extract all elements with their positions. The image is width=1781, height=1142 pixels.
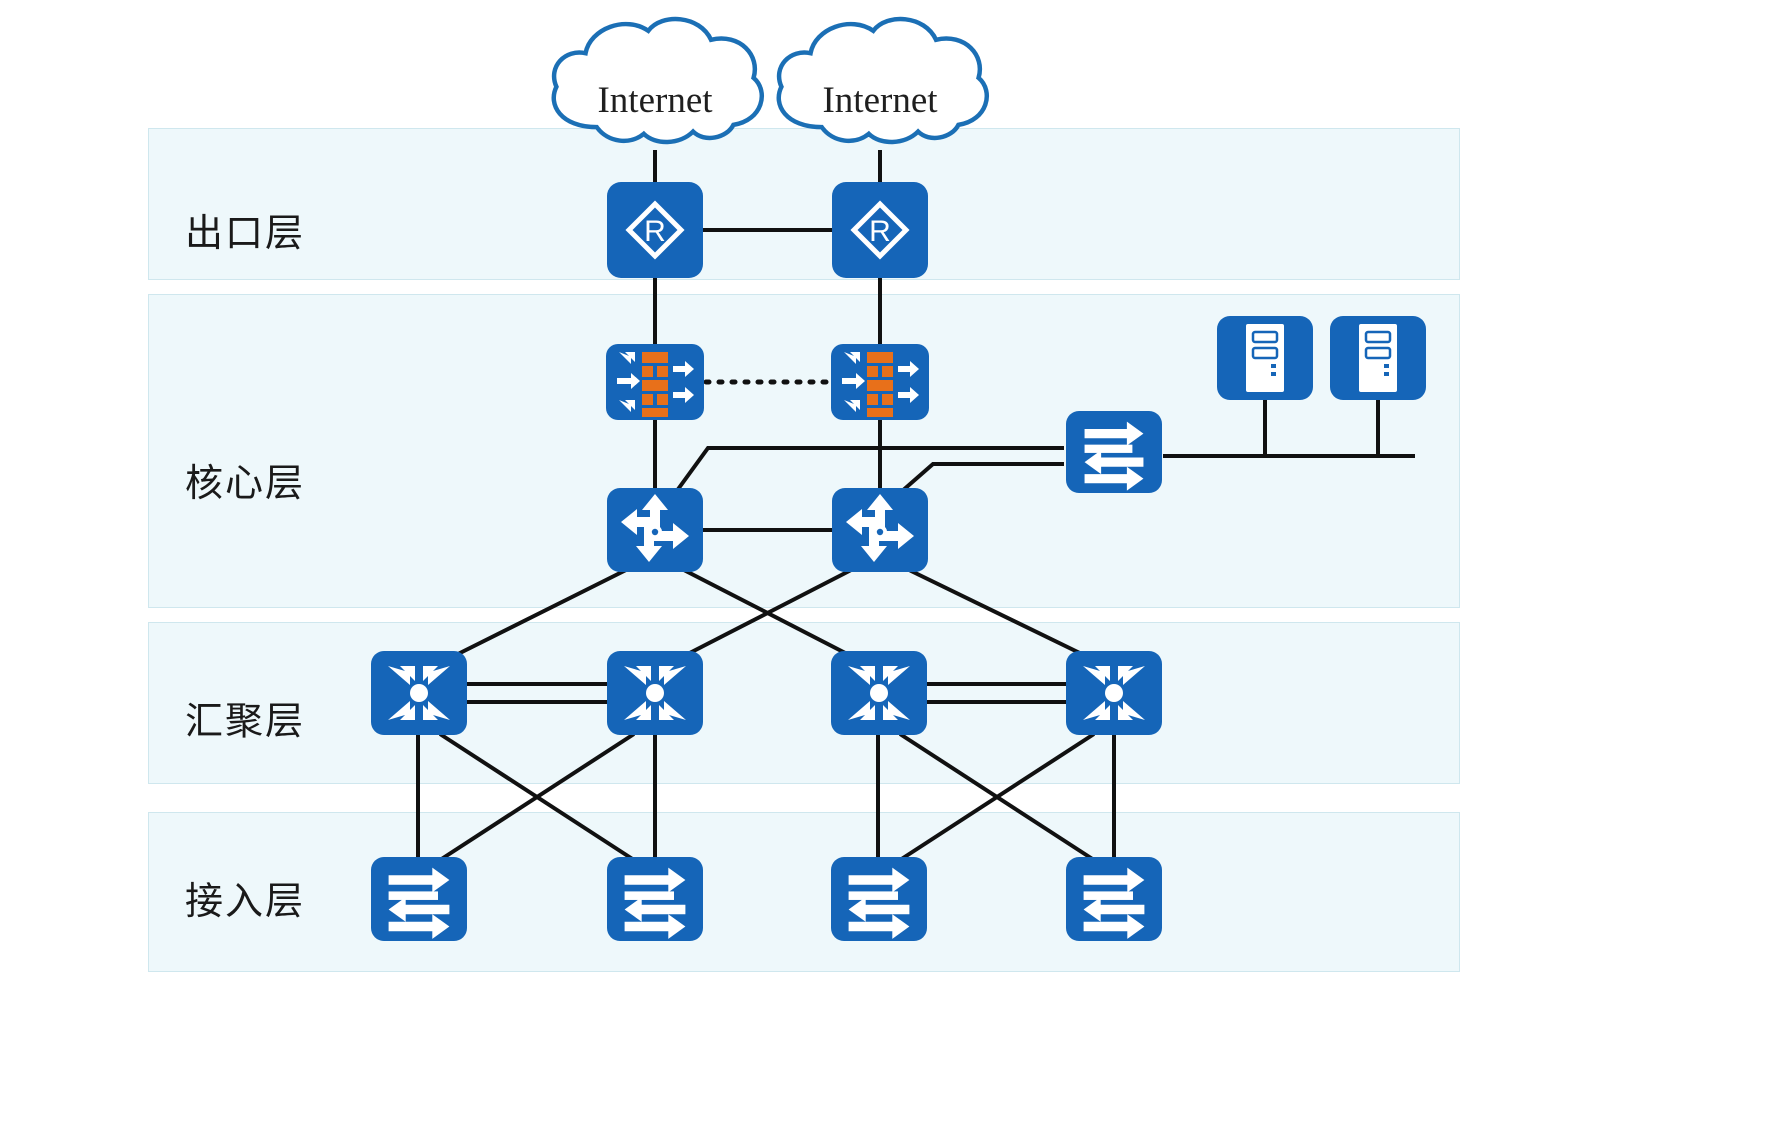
firewall-2[interactable] (831, 344, 929, 420)
layer-label-egress: 出口层 (185, 213, 306, 255)
server-1[interactable] (1217, 316, 1313, 400)
cloud-label: Internet (822, 80, 938, 121)
layer-label-core: 核心层 (185, 463, 306, 505)
link-core1-serverswitch (674, 446, 1064, 494)
link-agg4-acc3 (898, 732, 1096, 862)
cloud-label: Internet (597, 80, 713, 121)
agg-switch-3[interactable] (831, 651, 927, 735)
layer-label-access: 接入层 (185, 881, 306, 923)
agg-switch-2[interactable] (607, 651, 703, 735)
core-switch-1[interactable] (607, 488, 703, 572)
core-switch-2[interactable] (832, 488, 928, 572)
access-switch-4[interactable] (1066, 857, 1162, 941)
link-core2-agg2 (679, 566, 856, 660)
server-icon (1244, 322, 1286, 394)
agg-switch-1[interactable] (371, 651, 467, 735)
layer-band-egress (148, 128, 1460, 280)
access-switch-1[interactable] (371, 857, 467, 941)
server-icon (1357, 322, 1399, 394)
firewall-1[interactable] (606, 344, 704, 420)
layer-band-access (148, 812, 1460, 972)
layer-band-aggregation (148, 622, 1460, 784)
server-switch[interactable] (1066, 411, 1162, 493)
access-switch-2[interactable] (607, 857, 703, 941)
router-1[interactable] (607, 182, 703, 278)
access-switch-3[interactable] (831, 857, 927, 941)
link-core2-agg4 (904, 566, 1091, 660)
agg-switch-4[interactable] (1066, 651, 1162, 735)
cloud-internet-2: Internet (779, 19, 987, 142)
cloud-internet-1: Internet (554, 19, 762, 142)
layer-label-aggregation: 汇聚层 (185, 701, 306, 743)
link-agg2-acc1 (438, 732, 636, 862)
link-core2-serverswitch (899, 462, 1064, 494)
link-core1-agg1 (449, 566, 631, 660)
router-2[interactable] (832, 182, 928, 278)
server-2[interactable] (1330, 316, 1426, 400)
